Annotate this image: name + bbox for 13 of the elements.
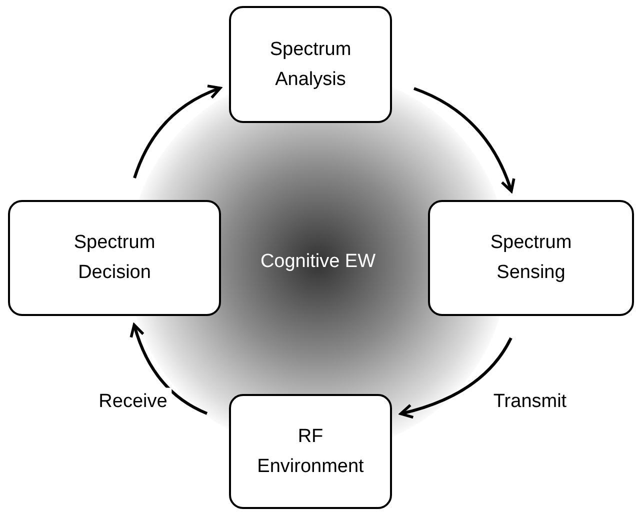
process-box — [8, 200, 221, 316]
process-box — [229, 6, 392, 123]
box-label: Spectrum Sensing — [489, 231, 573, 285]
box-label: Spectrum Decision — [72, 231, 156, 285]
curved-arrow — [399, 337, 512, 418]
box-label: RF Environment — [256, 424, 365, 478]
curved-arrow — [413, 87, 515, 193]
process-box — [428, 200, 634, 316]
curved-arrow — [130, 323, 208, 415]
curved-arrow — [133, 84, 222, 178]
process-box — [229, 394, 392, 509]
center-label: Cognitive EW — [260, 250, 376, 274]
box-label: Spectrum Analysis — [268, 38, 352, 92]
